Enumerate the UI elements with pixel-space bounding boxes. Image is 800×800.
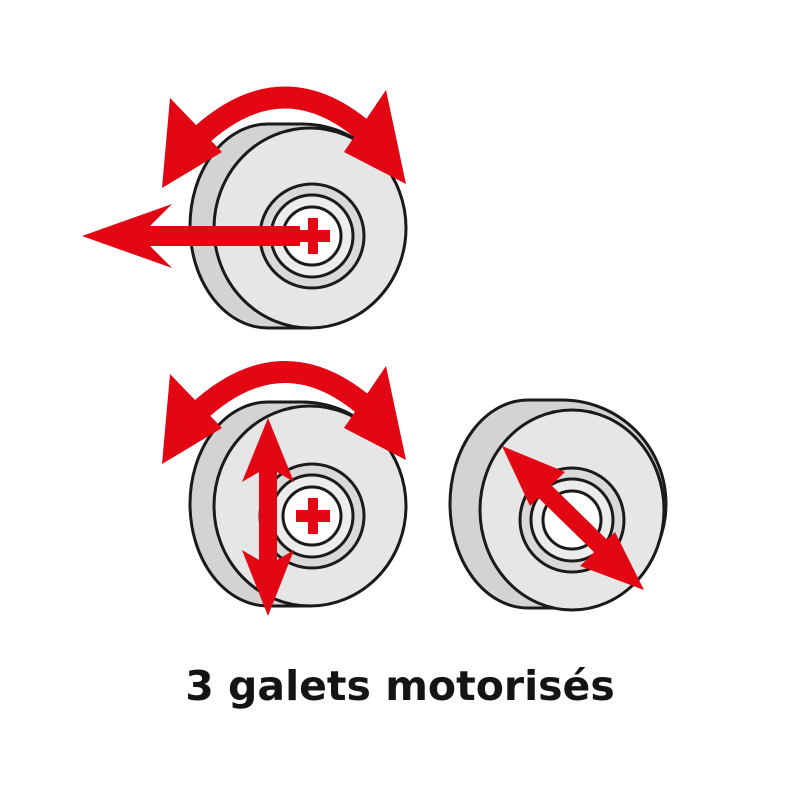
translation-arrow-icon (502, 446, 644, 590)
plus-icon (296, 218, 330, 254)
plus-icon (296, 498, 330, 534)
rotation-arrow-icon (162, 361, 406, 464)
rotation-arrow-icon (162, 86, 406, 188)
caption-title: 3 galets motorisés (185, 662, 615, 710)
roller-bottom-left (162, 361, 408, 616)
roller-top (82, 86, 408, 330)
translation-arrow-icon (82, 204, 300, 268)
translation-arrow-icon (242, 418, 294, 616)
roller-bottom-right (448, 398, 668, 612)
